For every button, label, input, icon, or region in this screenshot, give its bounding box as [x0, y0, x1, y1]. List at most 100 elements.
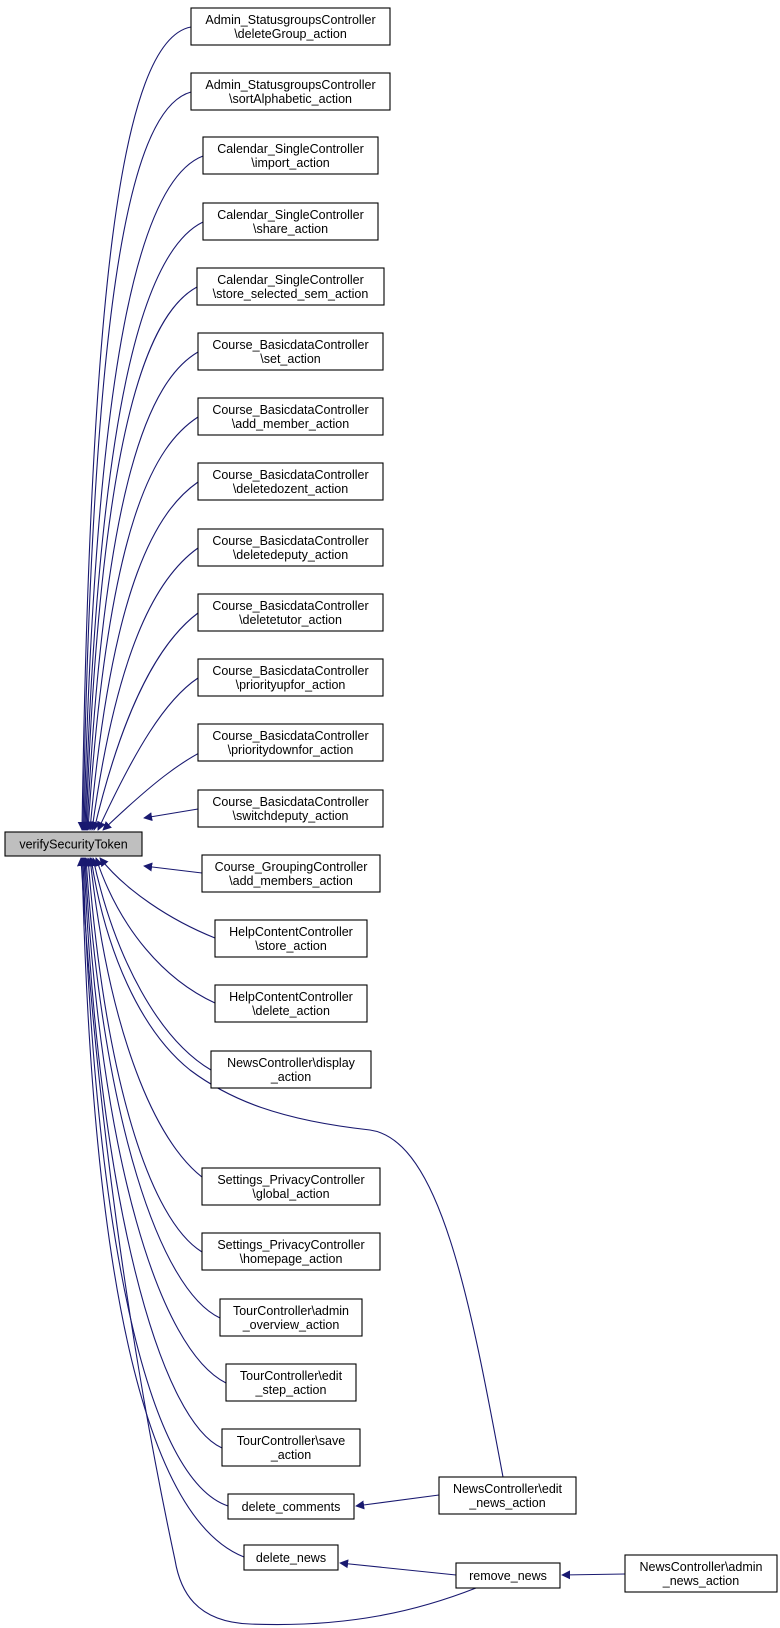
- node-label: verifySecurityToken: [19, 838, 127, 852]
- node-n16[interactable]: HelpContentController\delete_action: [214, 984, 368, 1023]
- node-label-line: _action: [270, 1448, 311, 1462]
- node-label-line: Course_BasicdataController: [212, 795, 368, 809]
- node-label-line: Course_BasicdataController: [212, 664, 368, 678]
- edge-n27-to-n26: [561, 1570, 626, 1580]
- node-label-line: \add_member_action: [232, 417, 349, 431]
- node-label-line: \add_members_action: [229, 874, 353, 888]
- node-label-line: \deletetutor_action: [239, 613, 342, 627]
- node-label-line: \set_action: [260, 352, 321, 366]
- node-box: [624, 1554, 778, 1593]
- node-verify-security-token[interactable]: verifySecurityToken: [4, 831, 143, 857]
- node-n8[interactable]: Course_BasicdataController\deletedozent_…: [197, 462, 384, 501]
- node-box: [197, 658, 384, 697]
- node-box: [197, 723, 384, 762]
- node-n9[interactable]: Course_BasicdataController\deletedeputy_…: [197, 528, 384, 567]
- node-n6[interactable]: Course_BasicdataController\set_action: [197, 332, 384, 371]
- node-box: [214, 919, 368, 958]
- node-label-line: \deleteGroup_action: [234, 27, 347, 41]
- node-label-line: Admin_StatusgroupsController: [205, 78, 375, 92]
- node-n21[interactable]: TourController\edit_step_action: [225, 1363, 357, 1402]
- node-n27[interactable]: NewsController\admin_news_action: [624, 1554, 778, 1593]
- node-box: [201, 1232, 381, 1271]
- node-box: [201, 854, 381, 893]
- edge-n10-to-root: [91, 612, 199, 831]
- edge-n1-to-root: [77, 26, 192, 831]
- node-label-line: NewsController\display: [227, 1056, 356, 1070]
- edge-n9-to-root: [88, 547, 199, 831]
- node-box: [219, 1298, 363, 1337]
- node-n26[interactable]: remove_news: [455, 1562, 561, 1589]
- node-n22[interactable]: TourController\save_action: [221, 1428, 361, 1467]
- node-box: [202, 202, 379, 241]
- node-box: [197, 462, 384, 501]
- node-label-line: Course_BasicdataController: [212, 599, 368, 613]
- node-n10[interactable]: Course_BasicdataController\deletetutor_a…: [197, 593, 384, 632]
- node-box: [190, 7, 391, 46]
- node-n24[interactable]: delete_news: [243, 1544, 339, 1571]
- edge-n11-to-root: [97, 677, 199, 831]
- node-label-line: Calendar_SingleController: [217, 208, 364, 222]
- node-label-line: Course_BasicdataController: [212, 729, 368, 743]
- node-label-line: _step_action: [255, 1383, 327, 1397]
- nodes-layer: verifySecurityToken Admin_StatusgroupsCon…: [4, 7, 778, 1593]
- node-label-line: Calendar_SingleController: [217, 273, 364, 287]
- node-label-line: HelpContentController: [229, 990, 353, 1004]
- node-box: [221, 1428, 361, 1467]
- node-n12[interactable]: Course_BasicdataController\prioritydownf…: [197, 723, 384, 762]
- node-n18[interactable]: Settings_PrivacyController\global_action: [201, 1167, 381, 1206]
- node-n14[interactable]: Course_GroupingController\add_members_ac…: [201, 854, 381, 893]
- edge-n7-to-root: [84, 416, 199, 831]
- node-box: [210, 1050, 372, 1089]
- node-n11[interactable]: Course_BasicdataController\priorityupfor…: [197, 658, 384, 697]
- node-label-line: Course_BasicdataController: [212, 468, 368, 482]
- node-label-line: Course_BasicdataController: [212, 403, 368, 417]
- node-box: [202, 136, 379, 175]
- node-n15[interactable]: HelpContentController\store_action: [214, 919, 368, 958]
- edge-n19-to-root: [84, 857, 203, 1253]
- node-label-line: \deletedozent_action: [233, 482, 348, 496]
- node-n17[interactable]: NewsController\display_action: [210, 1050, 372, 1089]
- node-n4[interactable]: Calendar_SingleController\share_action: [202, 202, 379, 241]
- edge-n22-to-root: [79, 857, 223, 1449]
- node-n13[interactable]: Course_BasicdataController\switchdeputy_…: [197, 789, 384, 828]
- node-n2[interactable]: Admin_StatusgroupsController\sortAlphabe…: [190, 72, 391, 111]
- node-label-line: Course_GroupingController: [215, 860, 368, 874]
- node-label-line: \homepage_action: [240, 1252, 343, 1266]
- node-label-line: TourController\admin: [233, 1304, 349, 1318]
- node-box: [227, 1493, 355, 1520]
- node-box: [201, 1167, 381, 1206]
- node-n19[interactable]: Settings_PrivacyController\homepage_acti…: [201, 1232, 381, 1271]
- node-label-line: NewsController\edit: [453, 1482, 563, 1496]
- node-n20[interactable]: TourController\admin_overview_action: [219, 1298, 363, 1337]
- node-label-line: _news_action: [662, 1574, 739, 1588]
- node-label-line: NewsController\admin: [640, 1560, 763, 1574]
- edge-n4-to-root: [80, 221, 204, 831]
- node-box: [225, 1363, 357, 1402]
- edge-n26-to-n24: [339, 1559, 457, 1576]
- edge-n3-to-root: [79, 155, 204, 831]
- edge-n25-to-root: [87, 857, 504, 1478]
- edge-n24-to-root: [77, 857, 245, 1558]
- edge-n16-to-root: [94, 857, 216, 1004]
- node-label-line: \store_selected_sem_action: [213, 287, 369, 301]
- node-label-line: _overview_action: [242, 1318, 340, 1332]
- node-n23[interactable]: delete_comments: [227, 1493, 355, 1520]
- node-n3[interactable]: Calendar_SingleController\import_action: [202, 136, 379, 175]
- node-label-line: \delete_action: [252, 1004, 330, 1018]
- node-label-line: remove_news: [469, 1569, 547, 1583]
- node-box: [196, 267, 385, 306]
- edge-n25-to-n23: [355, 1494, 440, 1510]
- node-n25[interactable]: NewsController\edit_news_action: [438, 1476, 577, 1515]
- node-n5[interactable]: Calendar_SingleController\store_selected…: [196, 267, 385, 306]
- node-label-line: \prioritydownfor_action: [228, 743, 354, 757]
- edge-n21-to-root: [80, 857, 227, 1384]
- edge-n2-to-root: [78, 91, 192, 831]
- node-n7[interactable]: Course_BasicdataController\add_member_ac…: [197, 397, 384, 436]
- edge-n20-to-root: [82, 857, 221, 1319]
- edge-n8-to-root: [86, 481, 199, 831]
- node-label-line: Course_BasicdataController: [212, 338, 368, 352]
- node-n1[interactable]: Admin_StatusgroupsController\deleteGroup…: [190, 7, 391, 46]
- node-box: [190, 72, 391, 111]
- node-label-line: Calendar_SingleController: [217, 142, 364, 156]
